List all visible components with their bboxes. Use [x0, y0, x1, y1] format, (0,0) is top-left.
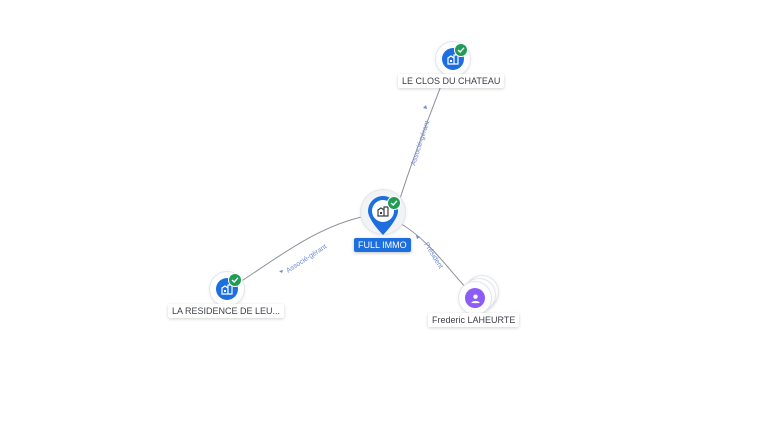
node-le-clos-du-chateau[interactable] [436, 42, 472, 78]
person-icon [470, 293, 480, 303]
verified-check-icon [454, 43, 468, 57]
edge-arrow-person [416, 235, 420, 239]
node-frederic-laheurte[interactable] [458, 276, 502, 316]
verified-check-icon [387, 196, 401, 210]
edge-arrow-residence [279, 270, 283, 273]
edge-label-clos: Associé-gérant [410, 120, 431, 167]
edge-residence [239, 215, 367, 283]
node-full-immo[interactable] [359, 188, 411, 240]
node-la-residence[interactable] [210, 272, 246, 308]
node-label-full-immo[interactable]: FULL IMMO [354, 238, 411, 252]
verified-check-icon [228, 273, 242, 287]
edge-arrow-clos [423, 105, 427, 109]
node-label-la-residence[interactable]: LA RESIDENCE DE LEU... [168, 304, 285, 318]
node-label-le-clos-du-chateau[interactable]: LE CLOS DU CHATEAU [398, 74, 505, 88]
node-label-frederic-laheurte[interactable]: Frederic LAHEURTE [428, 313, 520, 327]
edge-label-person: Président [422, 241, 444, 270]
edge-clos [398, 77, 445, 203]
person-disc [465, 288, 485, 308]
